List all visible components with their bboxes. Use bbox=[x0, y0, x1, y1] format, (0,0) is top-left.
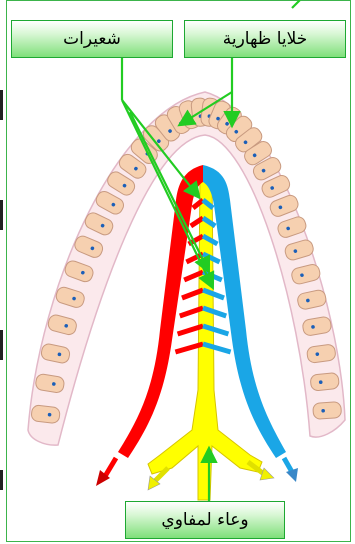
epithelial-cells-label: خلايا ظهارية bbox=[184, 20, 346, 58]
red-arrow-icon bbox=[96, 458, 116, 486]
epithelial-cell bbox=[310, 372, 340, 391]
lacteal-label: وعاء لمفاوي bbox=[125, 501, 285, 539]
blue-arrow-icon bbox=[284, 458, 298, 482]
epithelial-cell bbox=[313, 402, 342, 420]
epithelial-cell bbox=[31, 405, 61, 424]
capillaries-label: شعيرات bbox=[11, 20, 173, 58]
